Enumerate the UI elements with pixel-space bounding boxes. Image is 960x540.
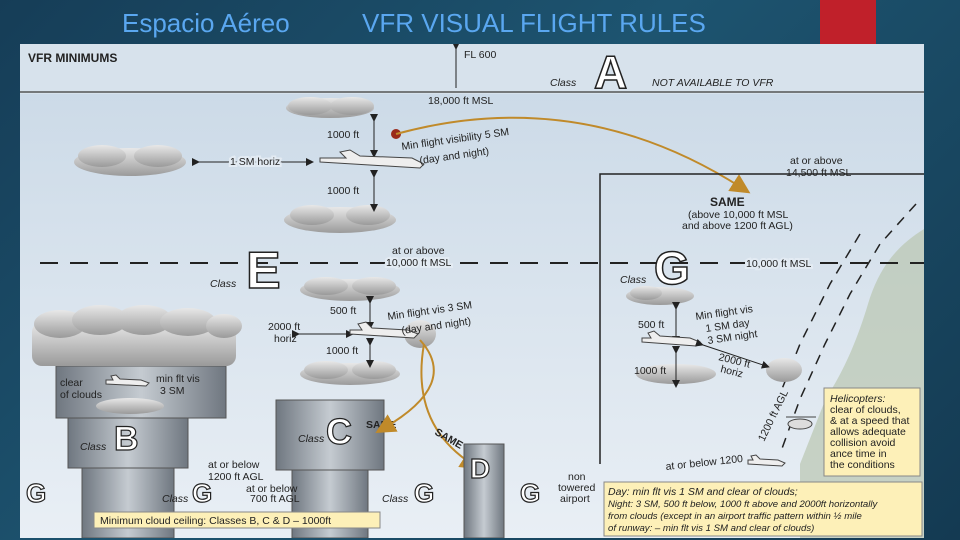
class-g-word-c: Class (382, 493, 409, 505)
helicopters-title: Helicopters: (830, 393, 886, 405)
helicopters-line-0: clear of clouds, (830, 404, 901, 416)
g-boundary-line1: at or above (790, 155, 843, 167)
slide-title-left: Espacio Aéreo (122, 8, 290, 38)
mid-above-label: 500 ft (330, 305, 356, 317)
class-b-word: Class (80, 441, 107, 453)
class-b-vis2: 3 SM (160, 385, 185, 397)
class-c-at-or-below: at or below (208, 459, 260, 471)
mid-to-d-arrow (420, 343, 481, 470)
class-e-word: Class (210, 278, 237, 290)
g-cloud-top (626, 286, 694, 305)
class-g-700-line1: at or below (246, 483, 298, 495)
same-upper-line2: and above 1200 ft AGL) (682, 220, 793, 232)
diagram-header: VFR MINIMUMS (28, 51, 117, 65)
class-b-clear1: clear (60, 377, 83, 389)
helicopters-box (823, 387, 921, 477)
class-a-word: Class (550, 77, 577, 89)
night-rule-3: of runway: – min flt vis 1 SM and clear … (608, 523, 814, 534)
ceiling-note: Minimum cloud ceiling: Classes B, C & D … (100, 515, 331, 527)
class-e-at-or-above: at or above (392, 245, 445, 257)
helicopters-line-1: & at a speed that (830, 415, 909, 427)
upper-below-label: 1000 ft (327, 185, 359, 197)
msl-18000-label: 18,000 ft MSL (428, 95, 494, 107)
night-rule-1: Night: 3 SM, 500 ft below, 1000 ft above… (608, 499, 879, 510)
g-below-label: 1000 ft (634, 365, 666, 377)
class-g-small-c: G (414, 478, 434, 508)
mid-airplane-icon (349, 321, 419, 339)
g-boundary-line2: 14,500 ft MSL (786, 167, 852, 179)
agl-1200-dashed-line (779, 203, 917, 455)
class-e-letter: E (246, 242, 281, 300)
class-d-letter: D (470, 453, 490, 484)
class-g-small-d: G (520, 478, 540, 508)
vfr-diagram-panel: VFR MINIMUMS FL 600 Class A NOT AVAILABL… (20, 44, 924, 538)
class-b-big-cloud (32, 305, 242, 366)
class-d-non2: towered (558, 482, 596, 494)
class-d-non1: non (568, 471, 586, 483)
helicopters-line-4: ance time in (830, 448, 887, 460)
mid-cloud-top (300, 277, 400, 301)
class-c-word: Class (298, 433, 325, 445)
class-a-note: NOT AVAILABLE TO VFR (652, 77, 774, 89)
mid-to-c-arrow (375, 339, 435, 434)
g-cloud-right (766, 358, 802, 382)
night-rule-2: from clouds (except in an airport traffi… (608, 511, 862, 522)
helicopters-line-5: the conditions (830, 459, 895, 471)
class-c-agl: 1200 ft AGL (208, 471, 264, 483)
class-b-clear2: of clouds (60, 389, 102, 401)
fl600-label: FL 600 (464, 49, 496, 61)
upper-cloud-bottom (284, 205, 396, 233)
g-horiz2: horiz (719, 363, 744, 380)
same-upper-line1: (above 10,000 ft MSL (688, 209, 789, 221)
upper-above-label: 1000 ft (327, 129, 359, 141)
upper-horiz-label: 1 SM horiz (230, 156, 280, 168)
class-b-airplane-icon (105, 374, 150, 387)
mid-below-label: 1000 ft (326, 345, 358, 357)
day-night-box (603, 481, 923, 537)
class-g-letter: G (654, 242, 690, 294)
low-airplane-icon (747, 454, 786, 467)
upper-cloud-top (286, 97, 374, 118)
class-g-700-line2: 700 ft AGL (250, 493, 300, 505)
vfr-diagram: VFR MINIMUMS FL 600 Class A NOT AVAILABL… (20, 44, 924, 538)
class-g-boundary (599, 173, 924, 464)
mid-cloud-right (404, 320, 436, 348)
class-e-msl: 10,000 ft MSL (386, 257, 452, 269)
class-c-letter: C (326, 411, 352, 452)
helicopters-line-3: collision avoid (830, 437, 896, 449)
class-g-small-b: G (192, 478, 212, 508)
mid-horiz-label1: 2000 ft (268, 321, 300, 333)
class-b-vis1: min flt vis (156, 373, 200, 385)
class-b-letter: B (114, 420, 139, 458)
class-d-non3: airport (560, 493, 590, 505)
class-g-msl: 10,000 ft MSL (746, 258, 812, 270)
class-g-word: Class (620, 274, 647, 286)
accent-bar (820, 0, 876, 44)
g-above-label: 500 ft (638, 319, 664, 331)
class-g-small-left: G (26, 478, 46, 508)
helicopters-line-2: allows adequate (830, 426, 906, 438)
class-b-small-cloud (96, 398, 164, 414)
upper-airplane-icon (319, 149, 425, 169)
class-d-tower (463, 443, 505, 538)
upper-cloud-left (74, 145, 186, 176)
helicopter-icon (786, 416, 816, 430)
class-c-same: SAME (366, 419, 396, 431)
class-a-band (20, 44, 924, 94)
class-g-word-b: Class (162, 493, 189, 505)
slide-title-right: VFR VISUAL FLIGHT RULES (362, 8, 706, 38)
same-upper-title: SAME (710, 195, 745, 209)
g-horiz-arrow (694, 338, 770, 369)
ceiling-box (93, 511, 381, 529)
upper-same-arrow (395, 116, 751, 194)
day-rule: Day: min flt vis 1 SM and clear of cloud… (608, 486, 798, 498)
mid-cloud-bottom (300, 361, 400, 385)
class-a-letter: A (594, 46, 627, 98)
mid-horiz-label2: horiz (274, 333, 297, 345)
